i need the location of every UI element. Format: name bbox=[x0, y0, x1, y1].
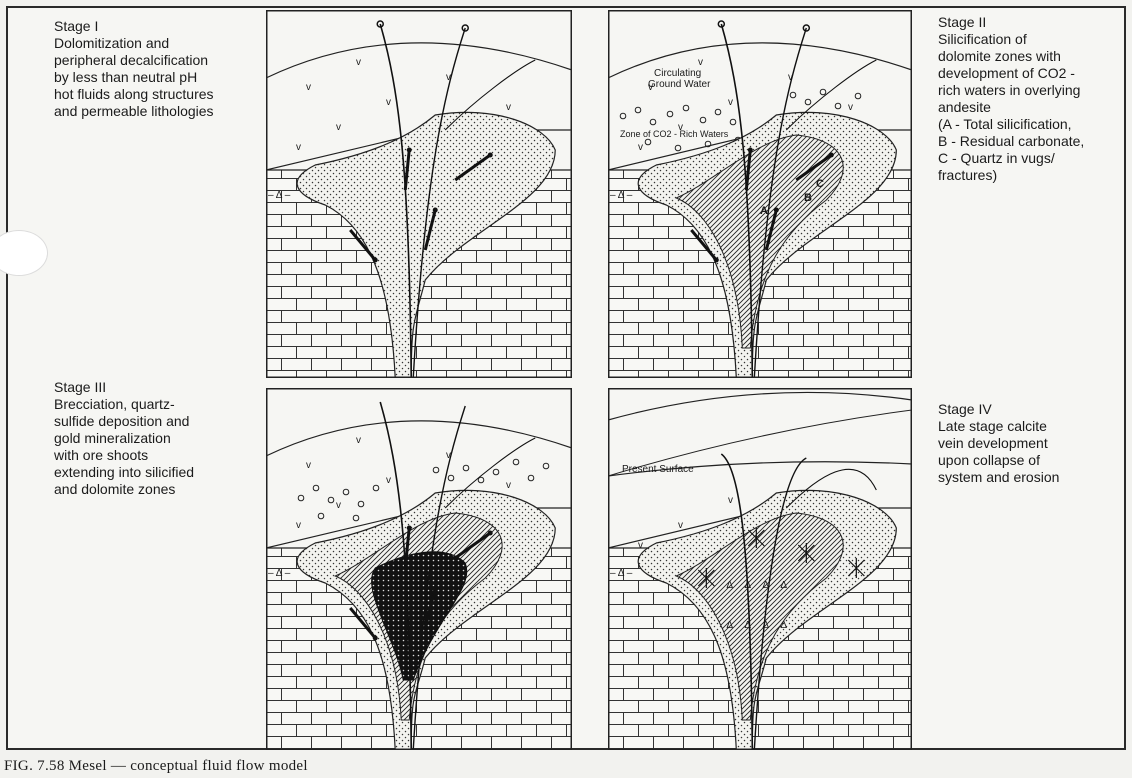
svg-text:v: v bbox=[728, 495, 733, 506]
svg-text:Δ: Δ bbox=[726, 580, 733, 591]
cross-section-art: vvvvvvvΔΔΔΔΔΔΔΔ– Δ – bbox=[608, 389, 912, 750]
letter-a-label: A bbox=[760, 205, 768, 217]
letter-c-label: C bbox=[816, 178, 824, 190]
stage-4-cross-section: vvvvvvvΔΔΔΔΔΔΔΔ– Δ – Present Surface bbox=[608, 388, 912, 750]
letter-b-label: B bbox=[804, 192, 812, 204]
svg-text:v: v bbox=[336, 122, 341, 133]
svg-text:v: v bbox=[848, 102, 853, 113]
stage-4-panel: vvvvvvvΔΔΔΔΔΔΔΔ– Δ – Present Surface bbox=[608, 388, 912, 750]
svg-text:v: v bbox=[306, 82, 311, 93]
punch-hole bbox=[0, 230, 48, 276]
svg-text:v: v bbox=[296, 142, 301, 153]
stage-2-text: Stage II Silicification of dolomite zone… bbox=[938, 14, 1084, 184]
svg-text:v: v bbox=[678, 520, 683, 531]
present-surface-label: Present Surface bbox=[622, 464, 694, 475]
svg-text:– Δ –: – Δ – bbox=[268, 568, 291, 579]
stage-2-title: Stage II bbox=[938, 14, 1084, 31]
cross-section-art: vvvvvvvvvv– Δ – bbox=[266, 11, 572, 378]
stage-1-panel: vvvvvvvvvv– Δ – bbox=[266, 10, 572, 378]
circulating-label-2: Ground Water bbox=[648, 79, 711, 90]
svg-text:v: v bbox=[386, 97, 391, 108]
stage-1-text: Stage I Dolomitization and peripheral de… bbox=[54, 18, 214, 120]
cross-section-art: vvvvvvvvvv– Δ – bbox=[266, 389, 572, 750]
circulating-label-1: Circulating bbox=[654, 68, 701, 79]
svg-text:– Δ –: – Δ – bbox=[268, 190, 291, 201]
stage-3-panel: vvvvvvvvvv– Δ – bbox=[266, 388, 572, 750]
svg-text:v: v bbox=[638, 540, 643, 551]
svg-text:Δ: Δ bbox=[726, 620, 733, 631]
svg-text:v: v bbox=[698, 57, 703, 68]
svg-text:– Δ –: – Δ – bbox=[610, 190, 633, 201]
stage-3-description: Brecciation, quartz- sulfide deposition … bbox=[54, 396, 194, 498]
svg-text:v: v bbox=[356, 57, 361, 68]
stage-2-cross-section: vvvvvvvvvv– Δ – Circulating Ground Water… bbox=[608, 10, 912, 378]
svg-text:v: v bbox=[506, 102, 511, 113]
cross-section-art: vvvvvvvvvv– Δ – bbox=[608, 11, 912, 378]
stage-2-panel: vvvvvvvvvv– Δ – Circulating Ground Water… bbox=[608, 10, 912, 378]
svg-text:– Δ –: – Δ – bbox=[610, 568, 633, 579]
svg-text:v: v bbox=[356, 435, 361, 446]
svg-text:v: v bbox=[306, 460, 311, 471]
stage-3-title: Stage III bbox=[54, 379, 194, 396]
stage-2-description: Silicification of dolomite zones with de… bbox=[938, 31, 1084, 184]
svg-text:Δ: Δ bbox=[780, 580, 787, 591]
stage-1-description: Dolomitization and peripheral decalcific… bbox=[54, 35, 214, 120]
svg-text:v: v bbox=[728, 97, 733, 108]
stage-4-description: Late stage calcite vein development upon… bbox=[938, 418, 1059, 486]
svg-text:v: v bbox=[336, 500, 341, 511]
svg-text:v: v bbox=[386, 475, 391, 486]
stage-1-cross-section: vvvvvvvvvv– Δ – bbox=[266, 10, 572, 378]
svg-text:v: v bbox=[296, 520, 301, 531]
stage-4-text: Stage IV Late stage calcite vein develop… bbox=[938, 401, 1059, 486]
figure-caption: FIG. 7.58 Mesel — conceptual fluid flow … bbox=[4, 758, 308, 775]
stage-3-text: Stage III Brecciation, quartz- sulfide d… bbox=[54, 379, 194, 498]
co2-zone-label: Zone of CO2 - Rich Waters bbox=[620, 129, 729, 139]
svg-text:Δ: Δ bbox=[780, 620, 787, 631]
svg-text:v: v bbox=[638, 142, 643, 153]
stage-1-title: Stage I bbox=[54, 18, 214, 35]
svg-text:v: v bbox=[506, 480, 511, 491]
figure-frame: Stage I Dolomitization and peripheral de… bbox=[6, 6, 1126, 750]
stage-3-cross-section: vvvvvvvvvv– Δ – bbox=[266, 388, 572, 750]
stage-4-title: Stage IV bbox=[938, 401, 1059, 418]
